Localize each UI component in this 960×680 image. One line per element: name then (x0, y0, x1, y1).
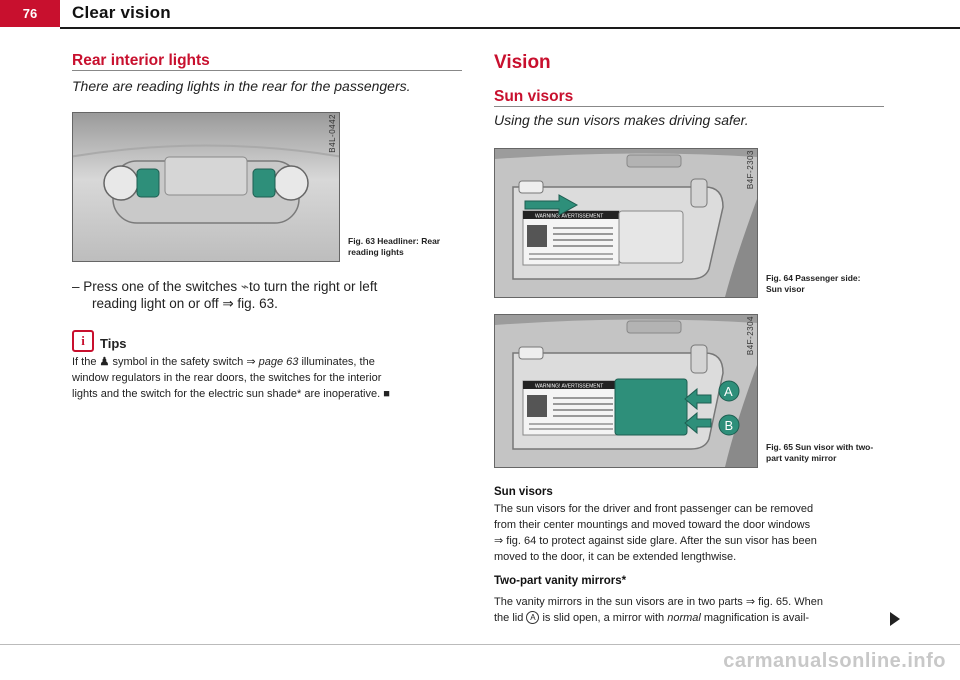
figure-63-image (72, 112, 340, 262)
tips-text-c: illuminates, the (301, 356, 375, 368)
site-watermark: carmanualsonline.info (723, 650, 946, 672)
sun-visors-line-4: moved to the door, it can be extended le… (494, 551, 737, 563)
tips-text-a: If the (72, 356, 97, 368)
instruction-line-1: – Press one of the switches ⌁to turn the… (72, 279, 377, 295)
info-icon: i (72, 330, 94, 352)
tips-text-b: symbol in the safety switch ⇒ (112, 356, 256, 368)
vanity-text-b: is slid open, a mirror with (542, 612, 665, 624)
instruction-prefix: – Press one of the switches (72, 279, 238, 294)
tips-label: Tips (100, 336, 127, 351)
marker-b: B (725, 418, 734, 433)
figure-64-caption: Fig. 64 Passenger side: Sun visor (766, 273, 861, 294)
tips-page-link[interactable]: page 63 (258, 356, 299, 368)
figure-63-id: B4L-0442 (328, 114, 337, 153)
heading-rule (72, 70, 462, 71)
heading-vision: Vision (494, 52, 551, 73)
sun-visor-illustration: WARNING! AVERTISSEMENT (495, 149, 757, 297)
sun-visors-line-1: The sun visors for the driver and front … (494, 503, 814, 515)
figure-64-id: B4F-2303 (746, 150, 755, 190)
heading-sun-visors: Sun visors (494, 88, 574, 105)
sun-visors-intro: Using the sun visors makes driving safer… (494, 112, 749, 128)
continue-arrow-icon (890, 612, 900, 626)
sun-visors-section-title: Sun visors (494, 486, 553, 498)
heading-rear-interior-lights: Rear interior lights (72, 52, 210, 69)
figure-65-caption: Fig. 65 Sun visor with two-part vanity m… (766, 442, 874, 463)
mirror-warning-label: WARNING! AVERTISSEMENT (535, 384, 603, 390)
marker-a: A (724, 384, 733, 399)
vanity-mirror-illustration: WARNING! AVERTISSEMENT A B (495, 315, 757, 467)
vanity-mirrors-line-2: the lid A is slid open, a mirror with no… (494, 611, 809, 627)
instruction-line-1-end: to turn the right or left (249, 279, 378, 294)
sun-visors-line-2: from their center mountings and moved to… (494, 519, 811, 531)
figure-63-caption: Fig. 63 Headliner: Rear reading lights (348, 236, 441, 257)
vanity-text-a: the lid (494, 612, 524, 624)
visor-warning-label: WARNING! AVERTISSEMENT (535, 214, 603, 220)
instruction-line-2: reading light on or off ⇒ fig. 63. (92, 296, 278, 311)
vanity-mirrors-section-title: Two-part vanity mirrors* (494, 575, 627, 587)
lid-a-marker: A (526, 611, 540, 624)
vanity-mirrors-line-1: The vanity mirrors in the sun visors are… (494, 596, 823, 608)
figure-65-image: WARNING! AVERTISSEMENT A B (494, 314, 758, 468)
tips-line-1: If the ♟ symbol in the safety switch ⇒ p… (72, 355, 375, 371)
intro-text: There are reading lights in the rear for… (72, 78, 411, 94)
sun-visors-line-3: ⇒ fig. 64 to protect against side glare.… (494, 535, 817, 547)
header-rule (60, 27, 960, 29)
figure-64-image: WARNING! AVERTISSEMENT (494, 148, 758, 298)
passenger-symbol-icon: ♟ (99, 356, 110, 368)
sun-visors-rule (494, 106, 884, 107)
section-title: Clear vision (72, 3, 171, 22)
tips-line-2: window regulators in the rear doors, the… (72, 372, 382, 384)
vanity-text-emphasis: normal (667, 612, 701, 624)
figure-65-id: B4F-2304 (746, 316, 755, 356)
reading-lights-illustration (73, 144, 339, 224)
page-number: 76 (0, 0, 60, 27)
reading-light-switch-icon: ⌁ (240, 279, 249, 294)
vanity-text-c: magnification is avail- (703, 612, 810, 624)
footer-rule (0, 644, 960, 645)
tips-line-3: lights and the switch for the electric s… (72, 388, 390, 400)
